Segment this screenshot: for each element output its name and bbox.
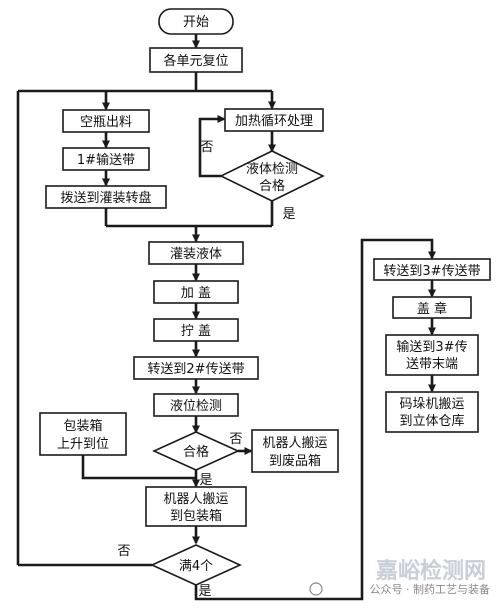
liquid-check-yes-label: 是 (282, 207, 295, 222)
to-turntable-node: 拨送到灌装转盘 (45, 185, 167, 209)
liquid-check-label-2: 合格 (259, 178, 285, 194)
fill-liquid-node: 灌装液体 (148, 241, 244, 265)
palletizer-node: 码垛机搬运 到立体仓库 (385, 391, 479, 433)
cap-on-label: 加 盖 (181, 286, 211, 301)
conveyor1-node: 1#输送带 (62, 147, 150, 171)
palletizer-label-1: 码垛机搬运 (399, 397, 464, 412)
robot-box-label-1: 机器人搬运 (163, 492, 228, 507)
reset-node: 各单元复位 (149, 47, 243, 73)
heat-cycle-label: 加热循环处理 (235, 114, 313, 129)
full4-no-label: 否 (117, 544, 130, 559)
palletizer-label-2: 到立体仓库 (399, 413, 464, 429)
robot-box-label-2: 到包装箱 (170, 508, 222, 524)
empty-bottle-node: 空瓶出料 (62, 109, 150, 133)
to-turntable-label: 拨送到灌装转盘 (60, 190, 151, 206)
level-check-node: 液位检测 (153, 393, 239, 417)
heat-cycle-node: 加热循环处理 (224, 108, 324, 132)
liquid-check-decision: 液体检测 合格 (219, 150, 325, 202)
liquid-check-label-1: 液体检测 (246, 162, 298, 177)
robot-waste-label-1: 机器人搬运 (262, 436, 327, 451)
conveyor1-label: 1#输送带 (77, 152, 135, 168)
watermark: 嘉峪检测网 公众号 · 制药工艺与装备 (309, 558, 491, 596)
start-label: 开始 (183, 15, 209, 30)
start-node: 开始 (158, 8, 234, 35)
to-conveyor3-end-label-2: 送带末端 (406, 357, 458, 372)
robot-box-node: 机器人搬运 到包装箱 (145, 486, 247, 527)
watermark-brand: 嘉峪检测网 (376, 558, 486, 584)
wechat-icon (309, 582, 323, 596)
cap-screw-node: 拧 盖 (153, 318, 239, 342)
to-conveyor3-end-label-1: 输送到3#传 (396, 339, 467, 355)
robot-waste-label-2: 到废品箱 (269, 453, 321, 469)
full4-decision: 满4个 (150, 544, 242, 586)
fill-liquid-label: 灌装液体 (170, 247, 222, 262)
cap-screw-label: 拧 盖 (181, 324, 211, 339)
full4-label: 满4个 (179, 559, 213, 574)
robot-waste-node: 机器人搬运 到废品箱 (251, 429, 339, 473)
to-conveyor3-label: 转送到3#传送带 (383, 264, 480, 279)
connectors (16, 34, 436, 601)
liquid-check-no-label: 否 (200, 140, 213, 155)
stamp-node: 盖 章 (392, 296, 472, 319)
qualified-yes-label: 是 (199, 473, 212, 488)
cap-on-node: 加 盖 (153, 280, 239, 304)
box-rise-label-2: 上升到位 (57, 437, 109, 452)
full4-yes-label: 是 (198, 584, 211, 599)
reset-label: 各单元复位 (163, 53, 228, 69)
box-rise-label-1: 包装箱 (63, 418, 102, 434)
stamp-label: 盖 章 (417, 301, 447, 317)
to-conveyor3-end-node: 输送到3#传 送带末端 (385, 334, 479, 376)
to-conveyor2-label: 转送到2#传送带 (147, 362, 244, 377)
qualified-decision: 合格 (152, 431, 240, 471)
qualified-no-label: 否 (229, 432, 242, 447)
empty-bottle-label: 空瓶出料 (80, 115, 132, 130)
watermark-account: 公众号 · 制药工艺与装备 (370, 582, 491, 596)
to-conveyor3-node: 转送到3#传送带 (373, 258, 491, 281)
qualified-label: 合格 (183, 444, 209, 460)
to-conveyor2-node: 转送到2#传送带 (133, 356, 259, 380)
box-rise-node: 包装箱 上升到位 (39, 412, 127, 456)
level-check-label: 液位检测 (170, 399, 222, 414)
